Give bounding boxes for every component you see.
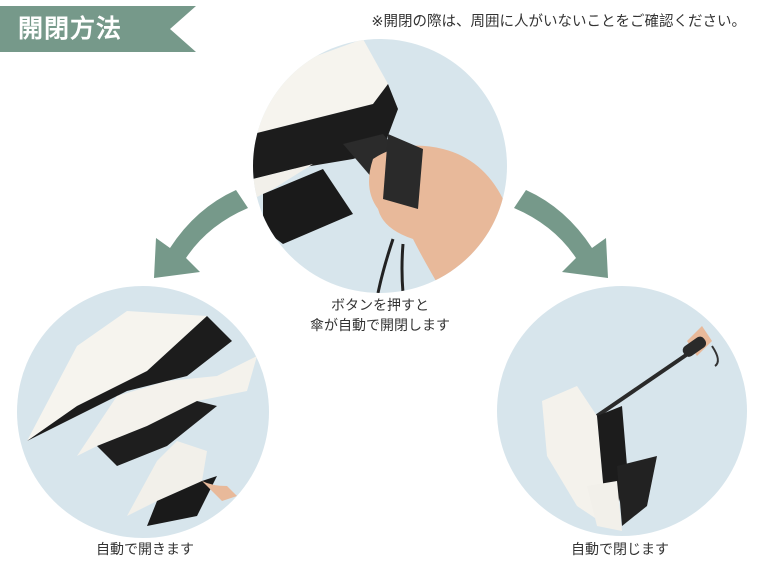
step-image-auto-close <box>497 286 747 536</box>
arrow-down-left-icon <box>154 190 248 278</box>
step-image-auto-open <box>17 286 269 538</box>
safety-notice: ※開閉の際は、周囲に人がいないことをご確認ください。 <box>371 14 746 30</box>
step-image-press-button <box>253 39 507 293</box>
section-ribbon: 開閉方法 <box>0 6 196 52</box>
section-title: 開閉方法 <box>18 14 123 43</box>
caption-auto-close: 自動で閉じます <box>571 542 669 558</box>
caption-auto-open: 自動で開きます <box>96 542 194 558</box>
arrow-down-right-icon <box>514 190 608 278</box>
caption-line-2: 傘が自動で開閉します <box>310 318 450 334</box>
caption-line-1: ボタンを押すと <box>331 298 429 314</box>
caption-press-button: ボタンを押すと 傘が自動で開閉します <box>280 296 480 336</box>
